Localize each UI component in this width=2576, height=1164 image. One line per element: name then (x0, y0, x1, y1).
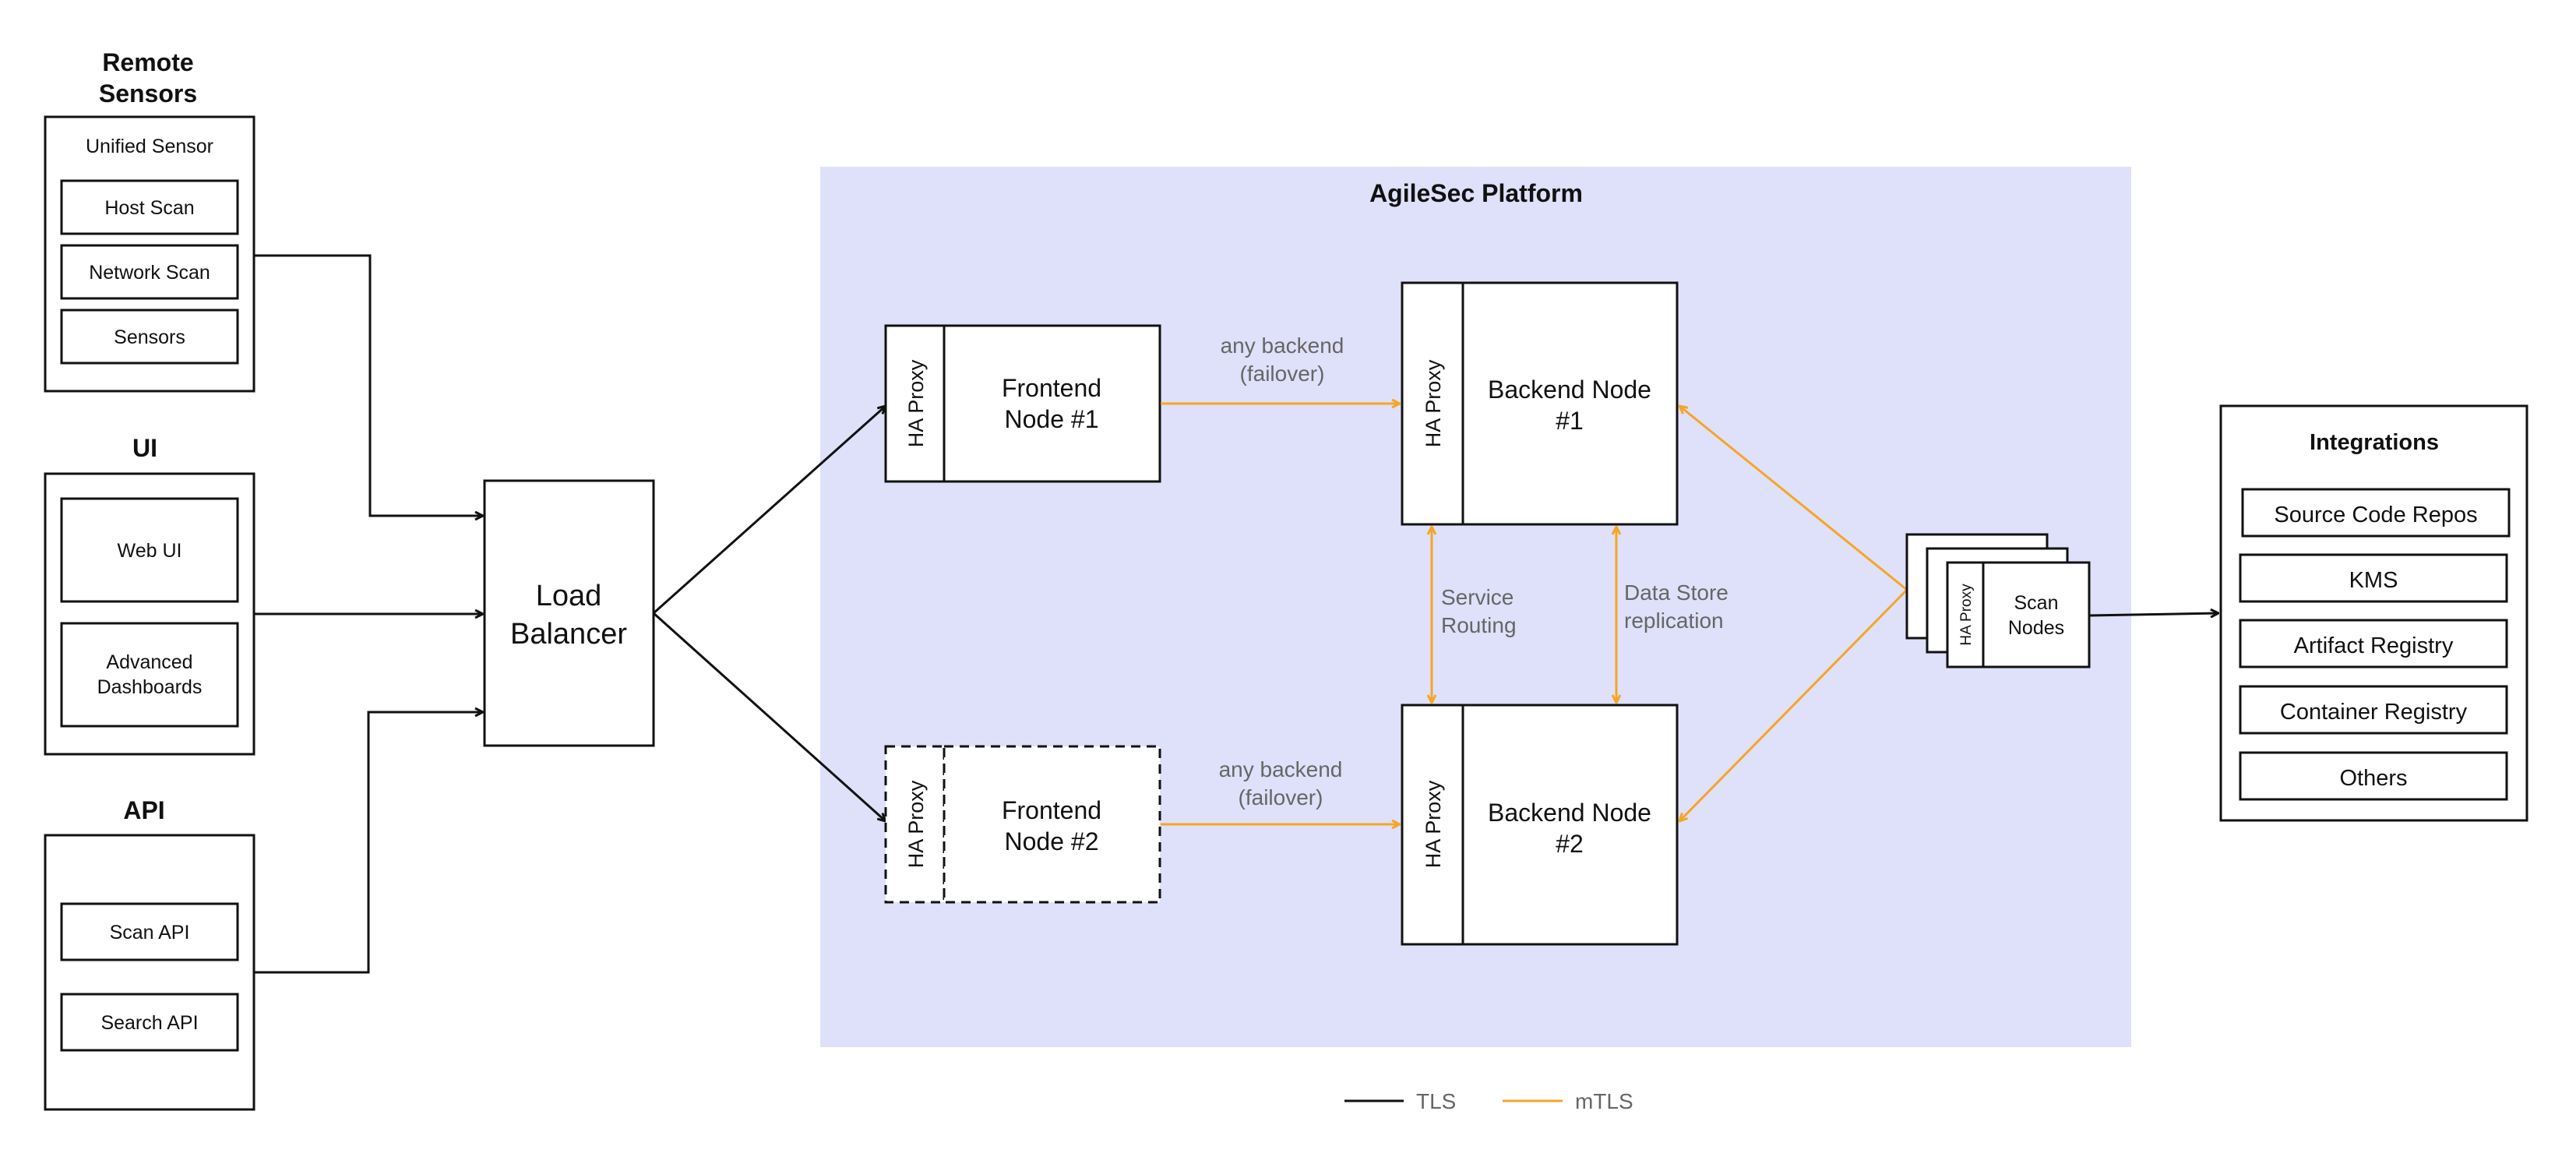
sensors-box[interactable] (60, 309, 239, 365)
backend1-label-line1: Backend Node (1488, 376, 1651, 404)
remote-sensors-group: Remote Sensors Unified Sensor Host Scan … (44, 48, 255, 393)
host-scan-label: Host Scan (104, 197, 194, 219)
remote-sensors-title-line1: Remote (102, 48, 193, 76)
integration-item-source-code-repos[interactable] (2241, 488, 2511, 538)
search-api-box[interactable] (60, 993, 239, 1052)
host-scan-box[interactable] (60, 179, 239, 235)
backend1-main-box (1461, 281, 1679, 526)
integration-item-label: Source Code Repos (2274, 503, 2477, 527)
api-box (44, 834, 255, 1111)
frontend1-haproxy-box (884, 324, 946, 483)
frontend2-label-line2: Node #2 (1005, 827, 1099, 855)
remote-sensors-title-line2: Sensors (99, 79, 197, 108)
scan-nodes-label-line1: Scan (2014, 592, 2059, 614)
legend-tls-label: TLS (1416, 1089, 1456, 1113)
backend2-label-line2: #2 (1556, 830, 1584, 858)
load-balancer-label-line2: Balancer (510, 618, 627, 651)
frontend2-haproxy-label: HA Proxy (904, 780, 928, 868)
frontend1-label-line2: Node #1 (1005, 405, 1099, 433)
sensors-label: Sensors (114, 326, 185, 348)
datastore-label-line2: replication (1624, 608, 1724, 633)
integration-item-label: KMS (2349, 568, 2398, 593)
network-scan-box[interactable] (60, 244, 239, 300)
scan-api-label: Scan API (110, 922, 190, 944)
network-scan-label: Network Scan (89, 262, 210, 284)
load-balancer-box[interactable] (483, 479, 655, 747)
backend2-main-box (1461, 704, 1679, 946)
advanced-dashboards-label-line2: Dashboards (97, 676, 203, 698)
platform-title: AgileSec Platform (1369, 179, 1583, 207)
backend2-haproxy-label: HA Proxy (1422, 780, 1445, 868)
datastore-label-line1: Data Store (1624, 580, 1728, 605)
service-routing-label-line1: Service (1441, 585, 1514, 609)
frontend-node-2[interactable]: HA Proxy Frontend Node #2 (884, 745, 1161, 904)
integration-item-label: Artifact Registry (2294, 633, 2454, 658)
ui-group: UI Web UI Advanced Dashboards (44, 434, 255, 756)
frontend1-label-line1: Frontend (1002, 374, 1101, 402)
backend-node-1[interactable]: HA Proxy Backend Node #1 (1401, 281, 1679, 526)
integration-item-artifact-registry[interactable] (2239, 619, 2508, 668)
ui-title: UI (132, 434, 157, 462)
scan-node-haproxy-box (1946, 561, 1985, 668)
api-group: API Scan API Search API (44, 796, 255, 1111)
legend: TLS mTLS (1344, 1089, 1633, 1113)
integration-item-others[interactable] (2239, 751, 2508, 801)
integrations-title: Integrations (2310, 430, 2439, 455)
backend2-label-line1: Backend Node (1488, 799, 1651, 827)
frontend2-haproxy-box (884, 745, 946, 904)
integrations-box (2219, 404, 2528, 822)
scan-api-box[interactable] (60, 902, 239, 961)
frontend2-main-box (943, 745, 1161, 904)
load-balancer-label-line1: Load (536, 580, 602, 612)
scan-node-haproxy-label: HA Proxy (1958, 584, 1975, 646)
search-api-label: Search API (100, 1012, 198, 1034)
tls-connector-frontend1 (653, 406, 886, 615)
frontend2-annotation-line2: (failover) (1239, 785, 1323, 810)
tls-connector-scan-integrations (2088, 613, 2218, 616)
legend-mtls-label: mTLS (1575, 1089, 1633, 1113)
backend1-haproxy-label: HA Proxy (1422, 359, 1445, 447)
advanced-dashboards-label-line1: Advanced (106, 651, 192, 673)
integration-item-container-registry[interactable] (2239, 685, 2508, 735)
service-routing-label-line2: Routing (1441, 613, 1517, 637)
backend1-label-line2: #1 (1556, 407, 1584, 435)
scan-nodes[interactable]: HA Proxy Scan Nodes (1905, 533, 2091, 668)
advanced-dashboards-box[interactable] (60, 622, 239, 728)
frontend-node-1[interactable]: HA Proxy Frontend Node #1 (884, 324, 1161, 483)
frontend1-annotation-line1: any backend (1221, 333, 1344, 358)
backend1-haproxy-box (1401, 281, 1464, 526)
integration-item-label: Container Registry (2280, 700, 2468, 725)
web-ui-box[interactable] (60, 497, 239, 603)
frontend2-annotation-line1: any backend (1219, 757, 1343, 781)
frontend1-annotation-line2: (failover) (1240, 362, 1325, 386)
api-title: API (123, 796, 164, 824)
frontend1-haproxy-label: HA Proxy (904, 359, 928, 447)
backend-node-2[interactable]: HA Proxy Backend Node #2 (1401, 704, 1679, 946)
integration-item-kms[interactable] (2239, 553, 2508, 603)
web-ui-label: Web UI (118, 540, 182, 562)
frontend2-label-line1: Frontend (1002, 796, 1101, 824)
tls-connector-sensors (254, 254, 483, 516)
integration-item-label: Others (2339, 766, 2407, 791)
tls-connector-frontend2 (652, 612, 886, 821)
mtls-connector-scan-backend2 (1679, 588, 1908, 821)
unified-sensor-label: Unified Sensor (86, 136, 213, 157)
scan-nodes-label-line2: Nodes (2008, 617, 2064, 639)
integrations-group: Integrations Source Code Repos KMS Artif… (2219, 404, 2528, 822)
tls-connector-api (254, 712, 483, 974)
mtls-connector-scan-backend1 (1679, 406, 1908, 591)
scan-node-main-box (1982, 561, 2091, 668)
frontend1-main-box (943, 324, 1161, 483)
